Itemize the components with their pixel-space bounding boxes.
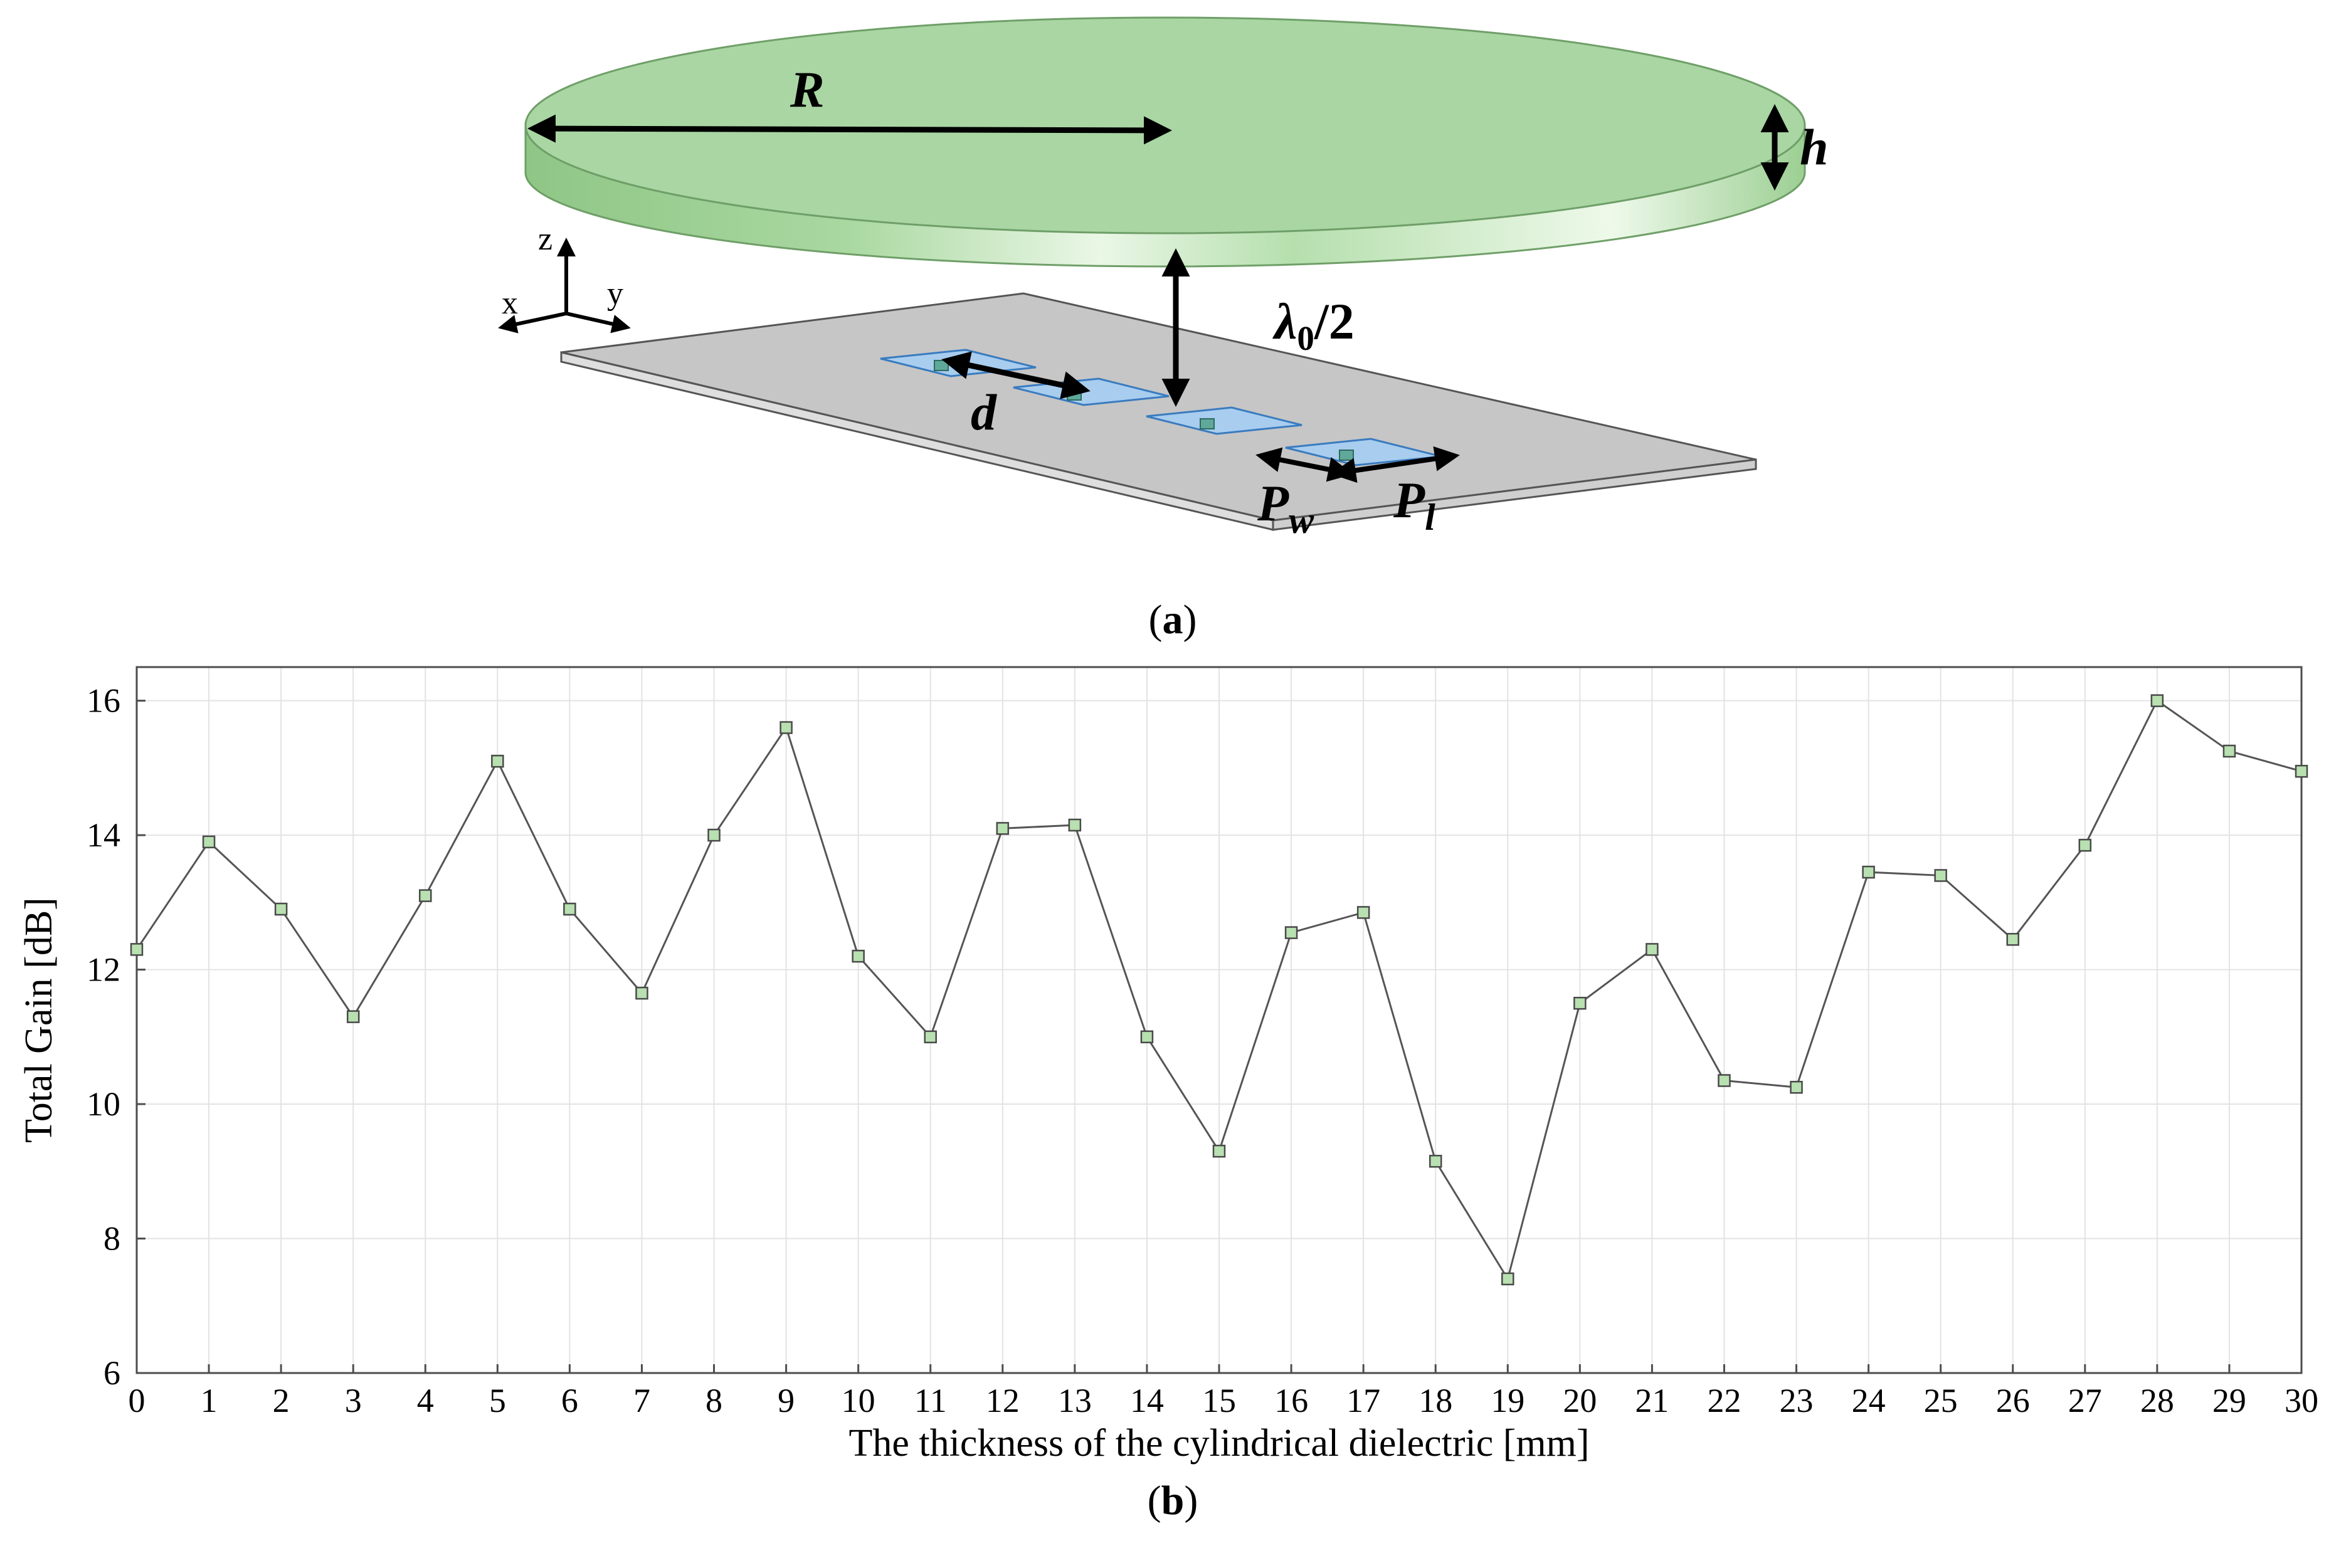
- x-tick-label: 23: [1780, 1382, 1814, 1419]
- data-point: [1068, 818, 1082, 832]
- y-tick-label: 8: [103, 1220, 120, 1258]
- x-tick-label: 8: [705, 1382, 722, 1419]
- data-point: [1429, 1154, 1442, 1168]
- axis-x-label: x: [502, 285, 518, 321]
- data-point: [419, 889, 432, 902]
- spacing-label: d: [971, 384, 997, 441]
- height-label: h: [1800, 118, 1829, 176]
- axis-z-label: z: [538, 221, 552, 257]
- x-tick-label: 22: [1707, 1382, 1741, 1419]
- x-tick-label: 13: [1058, 1382, 1092, 1419]
- data-point: [2295, 764, 2308, 778]
- patch-length-arrow: [1331, 446, 1460, 483]
- y-tick-label: 10: [87, 1085, 120, 1123]
- x-tick-label: 5: [489, 1382, 506, 1419]
- data-point: [779, 721, 793, 734]
- x-tick-label: 17: [1346, 1382, 1380, 1419]
- x-tick-label: 30: [2285, 1382, 2318, 1419]
- data-point: [202, 835, 216, 849]
- x-tick-label: 26: [1996, 1382, 2030, 1419]
- data-point: [1790, 1080, 1803, 1094]
- x-tick-label: 14: [1130, 1382, 1164, 1419]
- x-axis-label: The thickness of the cylindrical dielect…: [849, 1422, 1590, 1465]
- data-point: [346, 1010, 360, 1023]
- x-tick-label: 7: [633, 1382, 650, 1419]
- x-tick-label: 28: [2140, 1382, 2174, 1419]
- data-point: [1501, 1272, 1514, 1286]
- y-tick-label: 16: [87, 682, 120, 720]
- x-tick-label: 21: [1635, 1382, 1669, 1419]
- spacing-arrow: [941, 351, 1091, 399]
- chart-grid: [136, 667, 2302, 1374]
- patch-length-label: Pl: [1393, 471, 1435, 538]
- data-point: [1862, 865, 1875, 879]
- x-tick-label: 2: [273, 1382, 290, 1419]
- data-point: [707, 828, 721, 842]
- data-point: [130, 943, 144, 956]
- data-point: [2006, 933, 2019, 946]
- x-tick-label: 6: [561, 1382, 578, 1419]
- x-tick-label: 0: [129, 1382, 145, 1419]
- caption-a: (a): [1149, 597, 1197, 643]
- y-axis-label: Total Gain [dB]: [18, 897, 60, 1143]
- data-point: [1356, 906, 1370, 919]
- caption-b: (b): [1148, 1478, 1198, 1523]
- data-point: [2150, 694, 2164, 707]
- antenna-schematic-svg: R h d λ0/2 Pw Pl z x y: [498, 16, 1829, 643]
- y-tick-label: 12: [87, 951, 120, 989]
- data-point: [2078, 838, 2092, 852]
- x-tick-label: 25: [1924, 1382, 1958, 1419]
- x-tick-label: 19: [1491, 1382, 1524, 1419]
- chart-series: [130, 694, 2308, 1286]
- x-tick-label: 16: [1274, 1382, 1308, 1419]
- radius-arrow: [527, 114, 1172, 145]
- x-tick-label: 29: [2212, 1382, 2246, 1419]
- x-tick-label: 3: [345, 1382, 362, 1419]
- coordinate-axes-icon: z x y: [498, 221, 631, 334]
- x-tick-label: 10: [842, 1382, 875, 1419]
- separation-label: λ0/2: [1272, 293, 1355, 357]
- data-point: [1140, 1030, 1154, 1044]
- ground-plane: [560, 292, 1757, 531]
- data-point: [924, 1030, 937, 1044]
- patch-3: [1146, 406, 1302, 435]
- data-point: [635, 986, 648, 1000]
- data-point: [1718, 1074, 1731, 1087]
- x-tick-label: 27: [2068, 1382, 2102, 1419]
- radius-label: R: [790, 61, 825, 118]
- x-tick-label: 15: [1202, 1382, 1236, 1419]
- antenna-schematic: R h d λ0/2 Pw Pl z x y: [0, 0, 2346, 690]
- patch-width-label: Pw: [1257, 475, 1314, 541]
- data-point: [2222, 744, 2236, 758]
- data-point: [491, 754, 504, 768]
- dielectric-disc: [524, 16, 1806, 268]
- axis-y-label: y: [607, 276, 623, 312]
- y-tick-label: 14: [87, 816, 120, 854]
- data-point: [852, 949, 865, 963]
- x-tick-label: 18: [1419, 1382, 1452, 1419]
- data-point: [1212, 1144, 1226, 1158]
- x-tick-label: 24: [1852, 1382, 1886, 1419]
- data-point: [274, 902, 288, 916]
- x-tick-label: 12: [986, 1382, 1020, 1419]
- data-point: [996, 822, 1010, 835]
- data-point: [1934, 869, 1947, 882]
- data-point: [1573, 996, 1587, 1010]
- x-tick-label: 4: [417, 1382, 434, 1419]
- x-tick-label: 9: [778, 1382, 795, 1419]
- x-tick-label: 11: [914, 1382, 947, 1419]
- data-point: [1284, 926, 1298, 939]
- x-tick-label: 1: [201, 1382, 218, 1419]
- x-tick-label: 20: [1563, 1382, 1597, 1419]
- y-tick-label: 6: [103, 1354, 120, 1392]
- data-point: [563, 902, 576, 916]
- data-point: [1646, 943, 1659, 956]
